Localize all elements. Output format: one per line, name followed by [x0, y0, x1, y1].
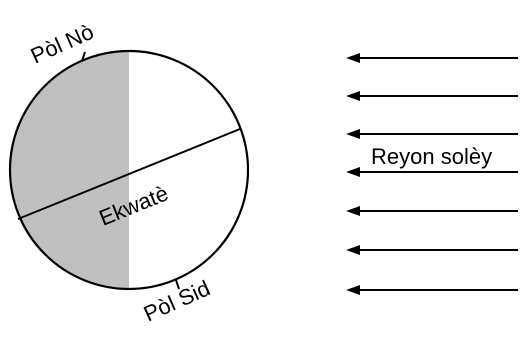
- sun-rays-label: Reyon solèy: [371, 144, 492, 169]
- sun-ray-arrow: [346, 91, 518, 101]
- south-pole-tick: [175, 279, 180, 290]
- sun-ray-arrow: [346, 245, 518, 255]
- sun-rays-label-background: [368, 142, 532, 168]
- sun-ray-arrow: [346, 206, 518, 216]
- equator-line: [17, 128, 241, 220]
- sun-rays: [346, 53, 518, 295]
- sun-ray-arrow: [346, 53, 518, 63]
- sun-ray-arrow: [346, 129, 518, 139]
- sun-ray-arrow: [346, 285, 518, 295]
- north-pole-tick: [81, 51, 86, 62]
- night-side: [10, 51, 129, 289]
- globe-outline: [8, 49, 250, 291]
- sun-ray-arrow: [346, 167, 518, 177]
- earth-globe: [8, 49, 250, 291]
